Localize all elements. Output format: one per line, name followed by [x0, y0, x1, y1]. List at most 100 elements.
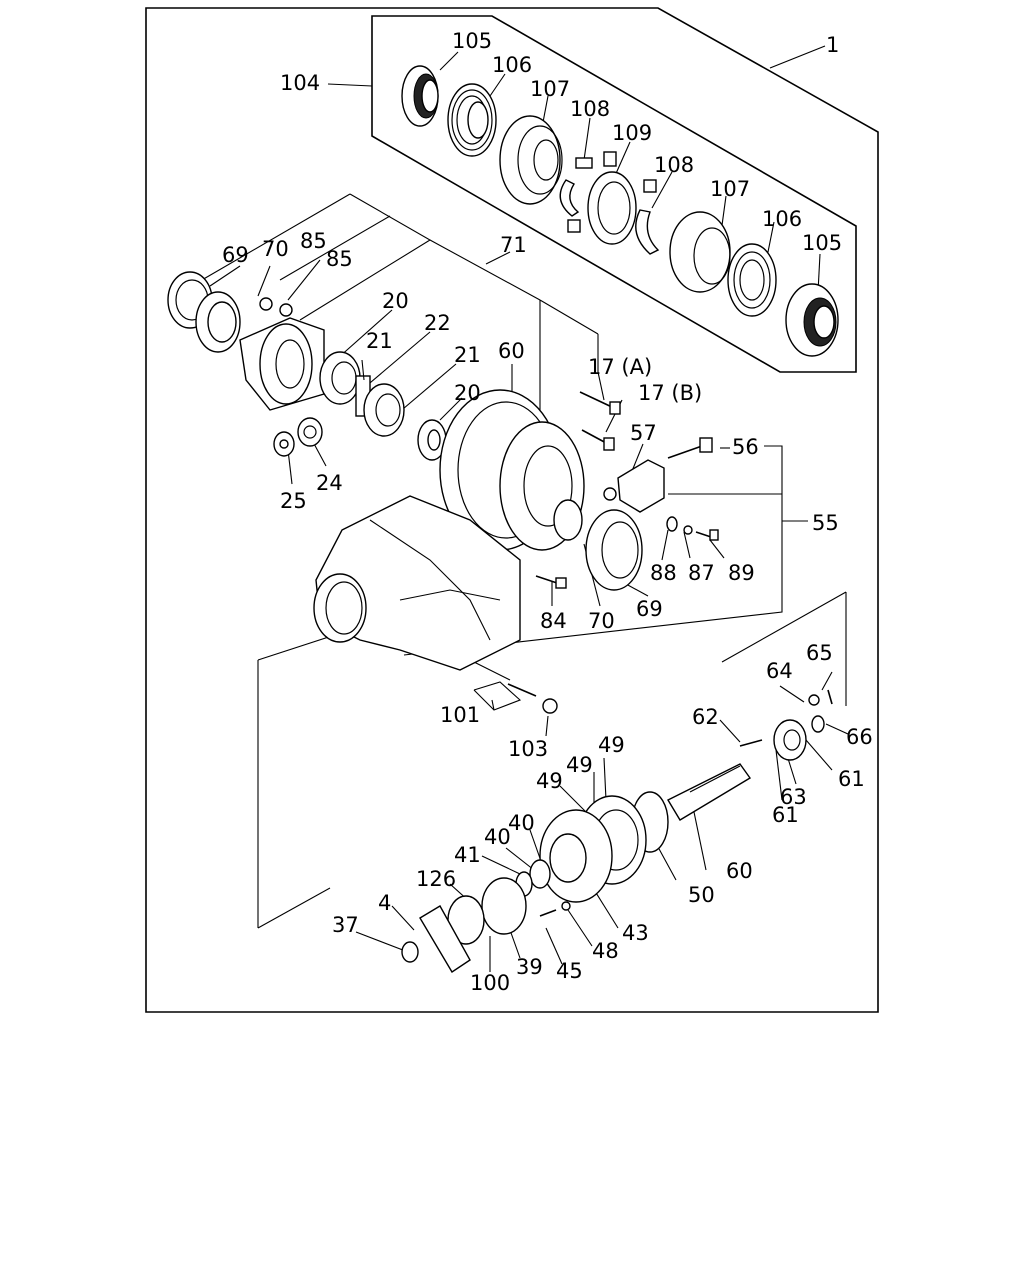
- part-label: 105: [802, 231, 842, 255]
- bearing-39: [481, 877, 527, 935]
- spacer-108-right: [635, 209, 660, 255]
- part-label: 66: [846, 725, 873, 749]
- part-label: 25: [280, 489, 307, 513]
- part-label: 39: [516, 955, 543, 979]
- part-label: 49: [598, 733, 625, 757]
- part-label: 87: [688, 561, 715, 585]
- nut-85: [259, 297, 293, 317]
- part-label: 63: [780, 785, 807, 809]
- part-label: 65: [806, 641, 833, 665]
- part-label: 48: [592, 939, 619, 963]
- stud-101: [507, 683, 537, 697]
- part-label: 17 (A): [588, 355, 652, 379]
- part-label: 85: [326, 247, 353, 271]
- part-label: 40: [508, 811, 535, 835]
- part-label: 70: [588, 609, 615, 633]
- nut-103: [542, 698, 558, 714]
- part-label: 107: [710, 177, 750, 201]
- dowel-57: [603, 487, 617, 501]
- thrust-washer-right-106: [727, 243, 777, 317]
- part-label: 69: [636, 597, 663, 621]
- part-label: 55: [812, 511, 839, 535]
- differential-carrier-housing: [313, 495, 521, 671]
- pinion-24: [297, 417, 323, 447]
- nut-37: [401, 941, 419, 963]
- bearing-69-right: [585, 509, 643, 591]
- part-label: 21: [454, 343, 481, 367]
- retainer-63: [773, 719, 807, 761]
- part-label: 41: [454, 843, 481, 867]
- part-label: 100: [470, 971, 510, 995]
- adjuster-88-87-89: [666, 516, 719, 541]
- part-label: 88: [650, 561, 677, 585]
- drive-pinion-60: [667, 763, 752, 821]
- part-label: 21: [366, 329, 393, 353]
- part-label: 108: [654, 153, 694, 177]
- bevel-gear-right-107: [669, 211, 731, 293]
- part-label: 50: [688, 883, 715, 907]
- part-label: 60: [726, 859, 753, 883]
- differential-case-half: [239, 317, 325, 411]
- part-label: 24: [316, 471, 343, 495]
- part-label: 61: [772, 803, 799, 827]
- part-label: 22: [424, 311, 451, 335]
- part-label: 107: [530, 77, 570, 101]
- bolt-56: [667, 437, 713, 459]
- bolt-17b: [581, 429, 615, 451]
- bolt-17a: [579, 391, 621, 415]
- washer-25: [273, 431, 295, 457]
- part-label: 89: [728, 561, 755, 585]
- part-label: 108: [570, 97, 610, 121]
- leader-lines: [194, 45, 849, 972]
- part-label: 64: [766, 659, 793, 683]
- part-label: 106: [762, 207, 802, 231]
- part-label: 103: [508, 737, 548, 761]
- part-label: 57: [630, 421, 657, 445]
- thrust-washer-left-106: [447, 83, 497, 157]
- part-label: 61: [838, 767, 865, 791]
- pinion-cage-43: [539, 809, 613, 903]
- part-label: 85: [300, 229, 327, 253]
- part-label: 101: [440, 703, 480, 727]
- part-labels: 1 104 105 106 107 108 109 108 107 106 10…: [222, 29, 873, 995]
- part-label: 17 (B): [638, 381, 702, 405]
- part-label: 20: [382, 289, 409, 313]
- part-label: 56: [732, 435, 759, 459]
- side-gear-right-105: [785, 283, 839, 357]
- oil-seal-64-65-66: [808, 689, 833, 733]
- part-label: 84: [540, 609, 567, 633]
- bolt-62: [739, 739, 763, 747]
- thrust-washer-20: [417, 419, 447, 461]
- bearing-cap-55: [617, 459, 665, 513]
- part-label: 109: [612, 121, 652, 145]
- outer-frame: [145, 7, 879, 1013]
- bolt-84: [535, 575, 567, 589]
- part-label: 105: [452, 29, 492, 53]
- subassembly-frame-104: [371, 15, 857, 373]
- part-label: 126: [416, 867, 456, 891]
- part-label: 4: [378, 891, 391, 915]
- bevel-gear-left-107: [499, 115, 563, 205]
- part-label: 45: [556, 959, 583, 983]
- part-label: 49: [536, 769, 563, 793]
- differential-spider-109: [567, 151, 657, 245]
- part-label: 106: [492, 53, 532, 77]
- part-label: 71: [500, 233, 527, 257]
- bolt-45-washer-48: [539, 901, 571, 917]
- part-label: 43: [622, 921, 649, 945]
- companion-flange-4: [419, 905, 471, 973]
- bearing-race-70-left: [195, 291, 241, 353]
- side-gear-21: [363, 383, 405, 437]
- part-label: 69: [222, 243, 249, 267]
- part-label: 40: [484, 825, 511, 849]
- part-label: 62: [692, 705, 719, 729]
- part-label: 1: [826, 33, 839, 57]
- part-label: 49: [566, 753, 593, 777]
- bearing-race-70-right: [553, 499, 583, 541]
- part-label: 60: [498, 339, 525, 363]
- pinion-gear-20: [319, 351, 361, 405]
- part-label: 37: [332, 913, 359, 937]
- spacer-108-left: [559, 157, 593, 217]
- part-label: 104: [280, 71, 320, 95]
